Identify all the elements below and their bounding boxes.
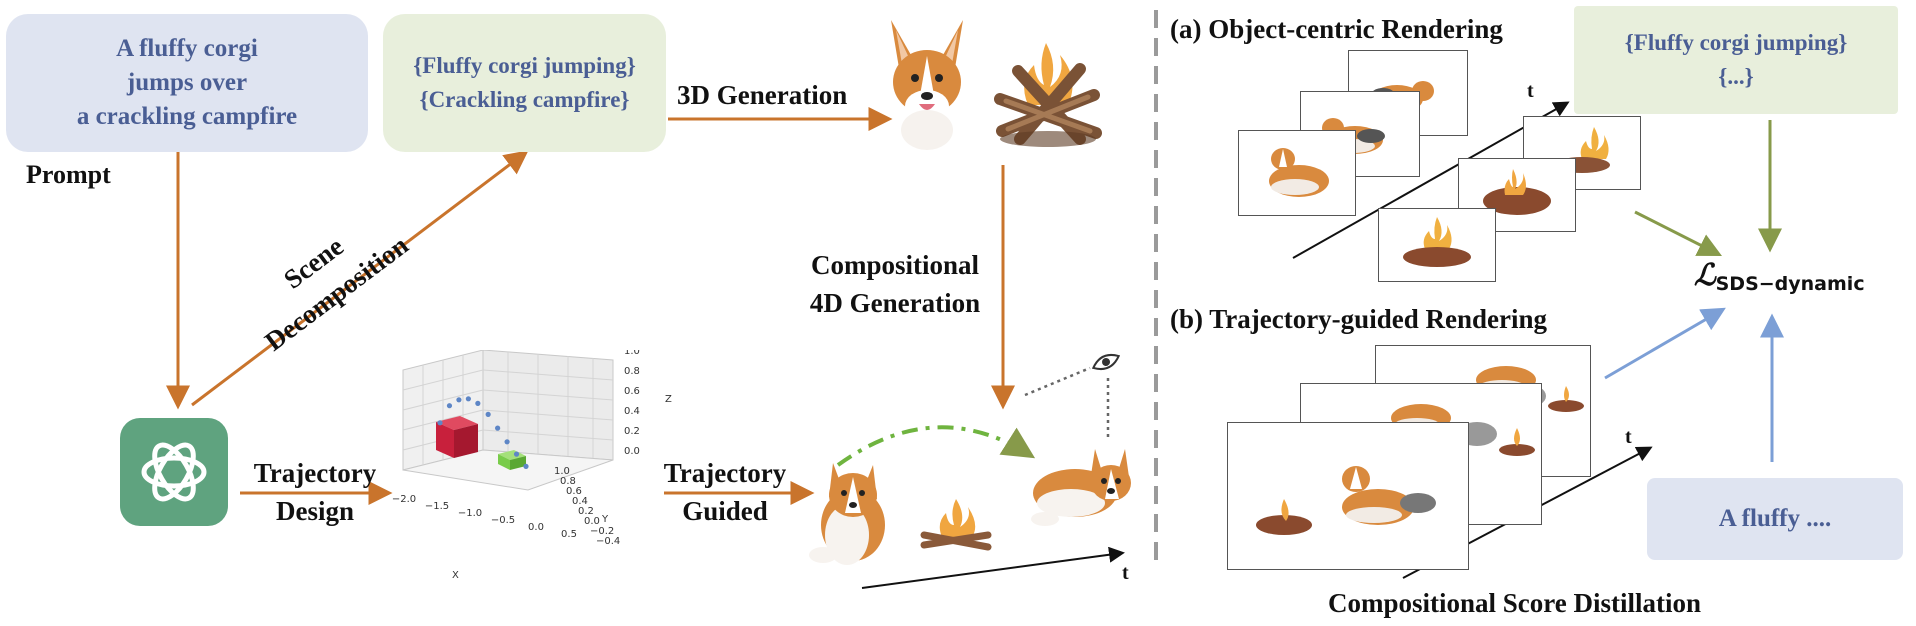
render-frame-fire: [1378, 208, 1496, 282]
z-tick-label: 0.4: [624, 406, 640, 417]
y-axis-label: Y: [601, 514, 609, 525]
right-decomposition-box: {Fluffy corgi jumping} {...}: [1574, 6, 1898, 114]
y-tick-label: 0.0: [584, 516, 600, 527]
trajectory-point: [504, 439, 510, 445]
design-label: Design: [275, 496, 354, 526]
camera-eye-icon: [1091, 353, 1121, 371]
y-tick-label: 0.2: [578, 506, 594, 517]
corgi-head-render: [891, 20, 963, 150]
trajectory-design-label: Trajectory Design: [230, 454, 400, 530]
csd-label: Compositional Score Distillation: [1328, 588, 1702, 618]
red-cube: [436, 416, 478, 458]
section-a-title: (a) Object-centric Rendering: [1170, 14, 1503, 44]
trajectory-render-frame: [1227, 422, 1469, 570]
x-tick-label: −1.5: [425, 501, 449, 512]
compositional-label: Compositional: [810, 250, 980, 280]
arrow-a-to-loss: [1634, 210, 1723, 257]
prompt-line: A fluffy corgi: [116, 35, 258, 62]
x-tick-label: −0.5: [491, 515, 515, 526]
arrow-b-to-loss: [1604, 307, 1726, 380]
trajectory-label: Trajectory: [663, 458, 787, 488]
z-tick-label: 0.8: [624, 366, 640, 377]
z-tick-label: 0.6: [624, 386, 640, 397]
time-axis-a: [1292, 101, 1570, 259]
guided-label: Guided: [682, 496, 768, 526]
prompt-line: a crackling campfire: [76, 103, 298, 130]
trajectory-point: [513, 451, 520, 457]
campfire-render: [994, 43, 1102, 147]
3d-generation-label: 3D Generation: [677, 80, 848, 110]
z-axis-label: Z: [665, 394, 672, 405]
trajectory-point: [495, 425, 501, 431]
right-decomposition-line: {Fluffy corgi jumping}: [1624, 30, 1848, 55]
green-cube: [498, 450, 526, 470]
trajectory-point: [456, 397, 462, 403]
right-prompt-text: A fluffy ....: [1718, 505, 1832, 532]
time-axis: [861, 546, 1125, 589]
trajectory-point: [437, 420, 443, 426]
trajectory-point: [485, 411, 491, 417]
fire-thumb: [1483, 169, 1551, 215]
y-tick-label: 1.0: [554, 466, 570, 477]
x-tick-label: −2.0: [392, 494, 416, 505]
y-tick-label: −0.4: [596, 536, 620, 547]
decomposition-line: {Fluffy corgi jumping}: [413, 53, 636, 78]
decomposition-box: {Fluffy corgi jumping} {Crackling campfi…: [383, 14, 666, 152]
x-tick-label: 0.0: [528, 522, 544, 533]
trajectory-point: [523, 463, 529, 469]
campfire-middle-render: [920, 499, 992, 551]
z-tick-label: 0.0: [624, 446, 640, 457]
compositional-4d-label: Compositional 4D Generation: [785, 246, 1005, 322]
decomposition-line: {Crackling campfire}: [419, 87, 630, 112]
sds-dynamic-loss: ℒSDS−dynamic: [1694, 258, 1865, 295]
trajectory-point: [475, 400, 481, 406]
x-tick-label: 0.5: [561, 529, 577, 540]
y-tick-label: −0.2: [590, 526, 614, 537]
camera-view-line: [1024, 366, 1091, 397]
loss-symbol: ℒ: [1694, 259, 1716, 292]
chatgpt-logo: [120, 418, 228, 526]
z-tick-label: 1.0: [624, 350, 640, 357]
prompt-box: A fluffy corgi jumps over a crackling ca…: [6, 14, 368, 152]
render-frame-dog: [1238, 130, 1356, 216]
right-decomposition-line: {...}: [1718, 64, 1754, 89]
time-label: t: [1122, 562, 1129, 584]
openai-knot-icon: [141, 442, 207, 502]
corgi-start-render: [809, 463, 885, 565]
y-tick-label: 0.8: [560, 476, 576, 487]
x-axis-label: X: [452, 570, 459, 581]
trajectory-point: [465, 396, 471, 402]
trajectory-guided-label: Trajectory Guided: [640, 454, 810, 530]
trajectory-render-content: [1256, 466, 1436, 535]
time-label-a: t: [1527, 80, 1534, 102]
trajectory-label: Trajectory: [253, 458, 377, 488]
prompt-line: jumps over: [126, 69, 248, 96]
fire-thumb: [1403, 217, 1471, 267]
4d-generation-label: 4D Generation: [809, 288, 981, 318]
trajectory-points: [437, 396, 529, 469]
z-tick-label: 0.2: [624, 426, 640, 437]
x-tick-label: −1.0: [458, 508, 482, 519]
trajectory-3d-plot: 0.00.20.40.60.81.0 −2.0−1.5−1.0−0.50.00.…: [392, 350, 672, 581]
corgi-thumb: [1269, 148, 1329, 197]
right-prompt-box: A fluffy ....: [1647, 478, 1903, 560]
loss-subscript: SDS−dynamic: [1715, 273, 1865, 295]
prompt-label: Prompt: [26, 160, 111, 189]
y-tick-label: 0.4: [572, 496, 588, 507]
corgi-jumping-render: [1031, 449, 1131, 526]
arrow-llm-to-decomposition: [191, 150, 529, 407]
section-b-title: (b) Trajectory-guided Rendering: [1170, 304, 1547, 334]
time-label-b: t: [1625, 426, 1632, 448]
trajectory-point: [446, 403, 453, 409]
y-tick-label: 0.6: [566, 486, 582, 497]
